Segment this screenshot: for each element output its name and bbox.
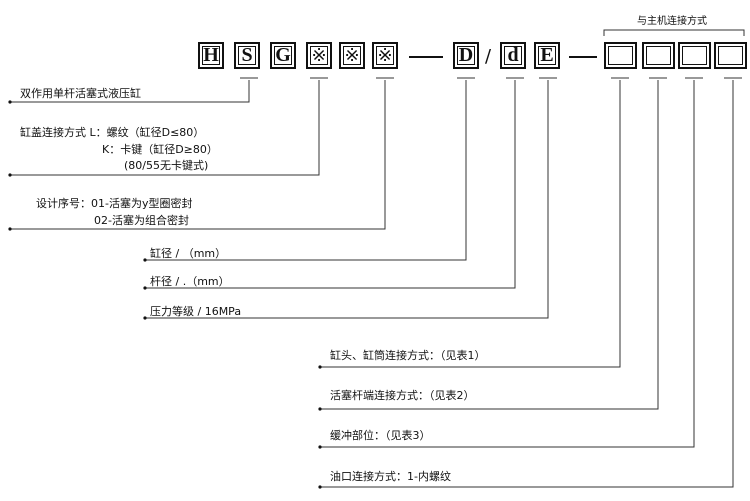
leader-line-8 bbox=[320, 80, 659, 410]
dash-1 bbox=[409, 56, 443, 58]
code-box-empty-1 bbox=[604, 42, 637, 69]
label-cushion: 缓冲部位：（见表3） bbox=[330, 429, 431, 442]
code-box-g: G bbox=[270, 42, 296, 69]
code-box-x3: ※ bbox=[372, 42, 398, 69]
code-box-h: H bbox=[198, 42, 224, 69]
leader-line-10 bbox=[320, 80, 734, 488]
label-cylinder-type: 双作用单杆活塞式液压缸 bbox=[20, 87, 141, 100]
label-cover-connection-note: (80/55无卡键式) bbox=[124, 159, 209, 172]
code-box-d: D bbox=[453, 42, 479, 69]
code-box-e: E bbox=[534, 42, 560, 69]
label-cover-connection-k: K：卡键（缸径D≥80） bbox=[102, 143, 218, 156]
label-bore-diameter: 缸径 / （mm） bbox=[150, 247, 227, 260]
leader-line-7 bbox=[320, 80, 621, 368]
code-box-empty-3 bbox=[678, 42, 711, 69]
host-connection-label: 与主机连接方式 bbox=[637, 16, 707, 27]
leader-line-2 bbox=[10, 80, 320, 176]
label-oil-port: 油口连接方式：1-内螺纹 bbox=[330, 470, 451, 483]
label-rod-diameter: 杆径 / .（mm） bbox=[150, 275, 230, 288]
label-head-connection: 缸头、缸筒连接方式：（见表1） bbox=[330, 349, 486, 362]
label-cover-connection: 缸盖连接方式 L：螺纹（缸径D≤80） bbox=[20, 126, 205, 139]
leader-line-6 bbox=[145, 80, 549, 319]
leader-line-4 bbox=[145, 80, 467, 261]
leader-line-9 bbox=[320, 80, 695, 448]
leader-line-3 bbox=[10, 80, 386, 230]
leader-line-1 bbox=[10, 80, 250, 103]
code-box-empty-2 bbox=[642, 42, 675, 69]
label-rod-end-connection: 活塞杆端连接方式：（见表2） bbox=[330, 389, 475, 402]
code-box-s: S bbox=[234, 42, 260, 69]
dash-2 bbox=[569, 56, 597, 58]
label-pressure-rating: 压力等级 / 16MPa bbox=[150, 305, 242, 318]
leader-line-5 bbox=[145, 80, 516, 289]
label-design-number: 设计序号：01-活塞为y型圈密封 bbox=[36, 197, 193, 210]
code-box-d-small: d bbox=[500, 42, 526, 69]
code-box-x1: ※ bbox=[306, 42, 332, 69]
code-box-empty-4 bbox=[714, 42, 747, 69]
top-bracket bbox=[603, 29, 745, 36]
label-design-number-02: 02-活塞为组合密封 bbox=[94, 214, 189, 227]
slash-separator: / bbox=[485, 46, 492, 67]
code-box-x2: ※ bbox=[339, 42, 365, 69]
